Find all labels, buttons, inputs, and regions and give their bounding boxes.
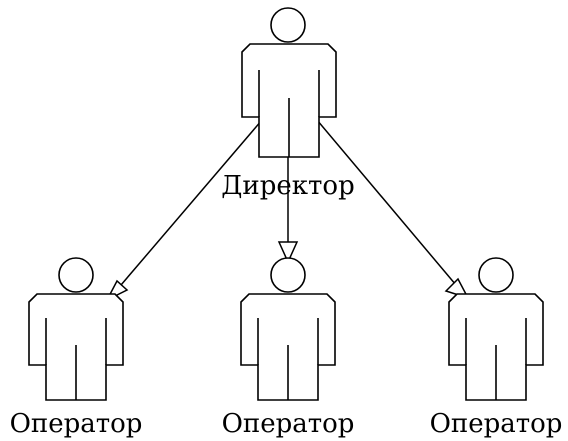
actor-label-director: Директор <box>221 171 354 201</box>
actor-head <box>270 257 306 293</box>
actor-director: Директор <box>221 7 355 201</box>
actor-operator3: Оператор <box>430 257 563 439</box>
relation-director-operator3 <box>316 119 470 300</box>
relation-director-operator1 <box>105 119 263 302</box>
actor-head <box>58 257 94 293</box>
actor-operator2: Оператор <box>222 257 355 439</box>
actor-head <box>270 7 306 43</box>
actor-label-operator2: Оператор <box>222 409 355 439</box>
actor-label-operator1: Оператор <box>10 409 143 439</box>
actor-label-operator3: Оператор <box>430 409 563 439</box>
actor-operator1: Оператор <box>10 257 143 439</box>
actor-head <box>478 257 514 293</box>
arrowhead-operator2 <box>277 241 299 264</box>
